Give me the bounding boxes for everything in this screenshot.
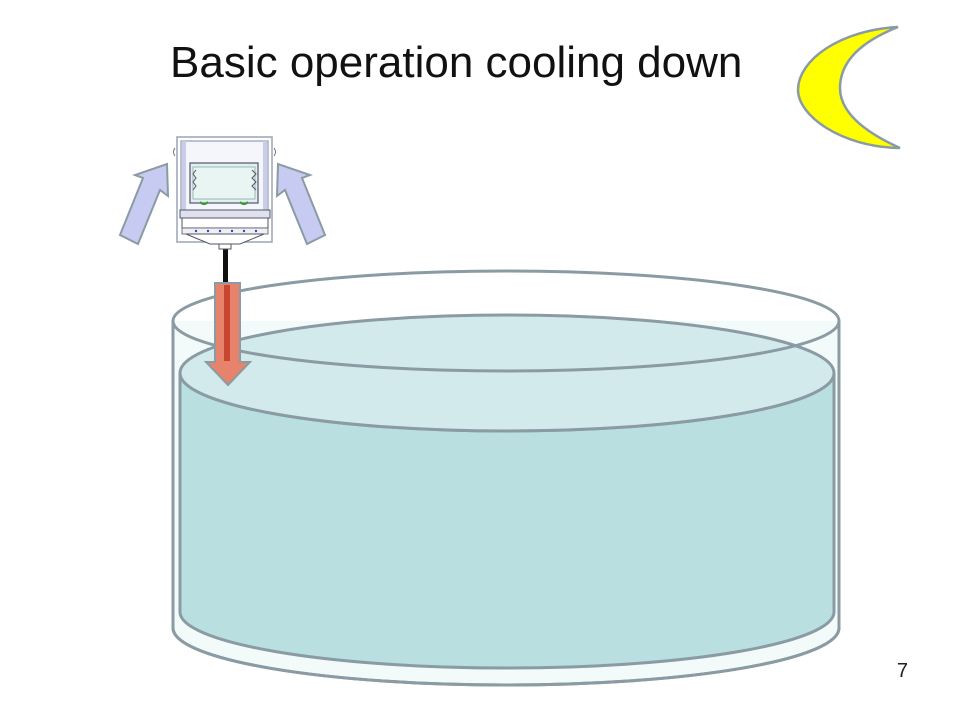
cooling-unit-icon bbox=[173, 136, 276, 250]
air-flow-arrow-icon bbox=[118, 162, 170, 246]
cable bbox=[223, 246, 228, 286]
slide-title: Basic operation cooling down bbox=[170, 38, 743, 87]
tank-bottom-rim bbox=[171, 627, 841, 687]
pipe-core bbox=[224, 285, 230, 361]
water-tank bbox=[171, 269, 841, 687]
heat-exchanger-pipe bbox=[203, 246, 253, 387]
page-number: 7 bbox=[896, 660, 908, 682]
water-surface bbox=[178, 313, 836, 433]
tank-rim bbox=[171, 269, 841, 373]
crescent-moon-icon bbox=[796, 25, 901, 150]
air-flow-arrow-icon bbox=[275, 162, 327, 246]
